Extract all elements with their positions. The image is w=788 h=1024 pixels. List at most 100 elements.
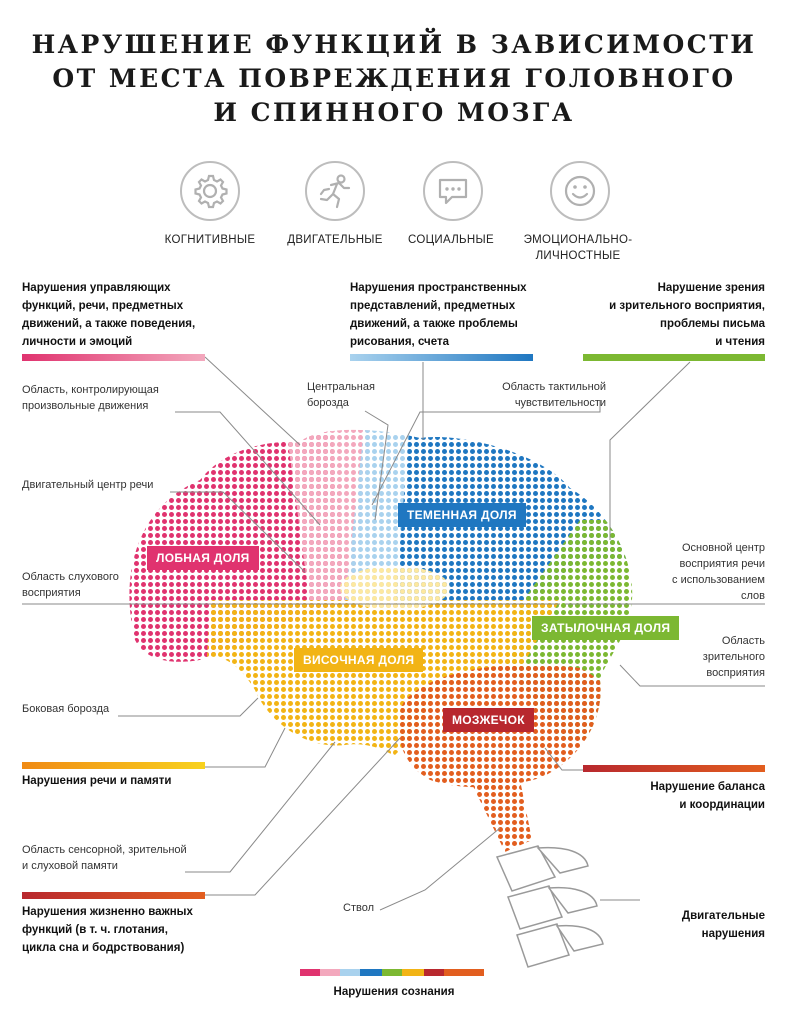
consciousness-strip-temporal <box>402 969 424 976</box>
temporal-color-bar <box>22 762 205 769</box>
speech-center-annotation: Основной центр восприятия речи с использ… <box>672 540 765 604</box>
brain-lobes <box>129 429 633 788</box>
auditory-annotation: Область слухового восприятия <box>22 569 119 601</box>
stem-annotation: Ствол <box>343 902 374 914</box>
motor-area-line-2: произвольные движения <box>22 400 149 412</box>
visual-area-line-3: восприятия <box>706 667 765 679</box>
memory-annotation: Область сенсорной, зрительной и слуховой… <box>22 842 187 874</box>
occipital-color-bar <box>583 354 765 361</box>
parietal-lobe-tag: ТЕМЕННАЯ ДОЛЯ <box>398 503 526 527</box>
lateral-sulcus-leader <box>118 697 259 717</box>
parietal-color-bar <box>350 354 533 361</box>
motor-area-annotation: Область, контролирующая произвольные дви… <box>22 382 159 414</box>
frontal-disorders-line-4: личности и эмоций <box>22 336 133 348</box>
auditory-line-1: Область слухового <box>22 571 119 583</box>
consciousness-disorders-text: Нарушения сознания <box>333 986 455 998</box>
consciousness-strip-parietal <box>360 969 382 976</box>
category-cognitive-label: КОГНИТИВНЫЕ <box>164 234 256 246</box>
speech-center-line-1: Основной центр <box>681 542 765 554</box>
title-line-3: И СПИННОГО МОЗГА <box>213 98 575 127</box>
speech-center-line-3: с использованием <box>672 574 765 586</box>
cerebellum-tag: МОЗЖЕЧОК <box>443 708 534 732</box>
brain-stem <box>470 780 532 852</box>
temporal-leader <box>205 727 286 768</box>
tactile-line-1: Область тактильной <box>502 381 606 393</box>
central-sulcus-line-2: борозда <box>307 397 349 409</box>
parietal-disorders-line-2: представлений, предметных <box>350 300 516 312</box>
stem-disorders-text: Нарушения жизненно важных функций (в т. … <box>22 903 193 957</box>
tactile-leader <box>371 400 601 506</box>
category-emotional-line-2: ЛИЧНОСТНЫЕ <box>535 250 621 262</box>
vertebra-2 <box>507 885 564 930</box>
occipital-disorders-line-4: и чтения <box>715 336 765 348</box>
occipital-disorders-text: Нарушение зрения и зрительного восприяти… <box>609 279 765 351</box>
consciousness-strip-cerebellum <box>444 969 484 976</box>
speech-center-line-2: восприятия речи <box>679 558 765 570</box>
running-person-icon <box>305 161 365 221</box>
vertebra-1 <box>495 845 557 892</box>
stem-leader <box>379 827 501 911</box>
vertebra-process-1 <box>536 846 589 874</box>
stem-color-bar <box>22 892 205 899</box>
speech-motor-annotation: Двигательный центр речи <box>22 479 154 491</box>
tactile-annotation: Область тактильной чувствительности <box>502 379 606 411</box>
category-emotional-label: ЭМОЦИОНАЛЬНО- ЛИЧНОСТНЫЕ <box>508 232 648 264</box>
frontal-lobe-tag: ЛОБНАЯ ДОЛЯ <box>147 546 259 570</box>
vertebra-process-3 <box>555 924 604 952</box>
visual-area-leader <box>619 664 765 687</box>
occipital-lobe-tag: ЗАТЫЛОЧНАЯ ДОЛЯ <box>532 616 680 640</box>
vertebra-3 <box>516 923 570 968</box>
speech-motor-leader <box>170 491 306 573</box>
title-line-1: НАРУШЕНИЕ ФУНКЦИЙ В ЗАВИСИМОСТИ <box>31 30 757 59</box>
visual-area-line-2: зрительного <box>702 651 765 663</box>
category-emotional-line-1: ЭМОЦИОНАЛЬНО- <box>523 234 633 246</box>
cerebellum-color-bar <box>583 765 765 772</box>
parietal-disorders-line-1: Нарушения пространственных <box>350 282 527 294</box>
parietal-disorders-text: Нарушения пространственных представлений… <box>350 279 527 351</box>
frontal-disorders-line-1: Нарушения управляющих <box>22 282 171 294</box>
stem-disorders-line-2: функций (в т. ч. глотания, <box>22 924 168 936</box>
occipital-leader <box>609 361 691 540</box>
stem-disorders-line-1: Нарушения жизненно важных <box>22 906 193 918</box>
auditory-line-2: восприятия <box>22 587 81 599</box>
motor-area-line-1: Область, контролирующая <box>22 384 159 396</box>
title-line-2: ОТ МЕСТА ПОВРЕЖДЕНИЯ ГОЛОВНОГО <box>52 64 736 93</box>
spine-disorders-line-2: нарушения <box>701 928 765 940</box>
speech-center-line-4: слов <box>740 590 765 602</box>
memory-leader <box>185 741 336 873</box>
central-sulcus-leader <box>364 410 389 521</box>
tactile-line-2: чувствительности <box>514 397 606 409</box>
cerebellum-leader <box>544 747 583 771</box>
consciousness-strip-stem <box>424 969 444 976</box>
central-sulcus-line-1: Центральная <box>307 381 375 393</box>
cerebellum-disorders-line-1: Нарушение баланса <box>650 781 765 793</box>
temporal-disorders-text: Нарушения речи и памяти <box>22 775 172 787</box>
category-social-label: СОЦИАЛЬНЫЕ <box>408 234 494 246</box>
frontal-leader-line <box>204 356 301 446</box>
visual-area-annotation: Область зрительного восприятия <box>703 633 765 681</box>
category-motor-label: ДВИГАТЕЛЬНЫЕ <box>287 234 383 246</box>
consciousness-strip-frontal <box>300 969 320 976</box>
consciousness-strip-occipital <box>382 969 402 976</box>
frontal-disorders-line-3: движений, а также поведения, <box>22 318 196 330</box>
stem-disorders-line-3: цикла сна и бодрствования) <box>22 942 185 954</box>
speech-bubble-icon <box>423 161 483 221</box>
vertebra-process-2 <box>547 886 598 914</box>
consciousness-strip-frontal-light <box>320 969 340 976</box>
motor-area-leader <box>175 411 321 526</box>
auditory-area-region <box>340 566 450 610</box>
parietal-disorders-line-3: движений, а также проблемы <box>350 318 518 330</box>
gear-icon <box>180 161 240 221</box>
occipital-disorders-line-1: Нарушение зрения <box>657 282 765 294</box>
central-sulcus-annotation: Центральная борозда <box>307 379 375 411</box>
lateral-sulcus-annotation: Боковая борозда <box>22 703 110 715</box>
parietal-disorders-line-4: рисования, счета <box>350 336 449 348</box>
frontal-color-bar <box>22 354 205 361</box>
memory-line-1: Область сенсорной, зрительной <box>22 844 187 856</box>
memory-line-2: и слуховой памяти <box>22 860 118 872</box>
consciousness-strip-parietal-light <box>340 969 360 976</box>
stem-disorders-leader <box>205 737 401 896</box>
frontal-disorders-text: Нарушения управляющих функций, речи, пре… <box>22 279 195 351</box>
page-title: НАРУШЕНИЕ ФУНКЦИЙ В ЗАВИСИМОСТИ ОТ МЕСТА… <box>0 28 788 130</box>
smiley-icon <box>550 161 610 221</box>
